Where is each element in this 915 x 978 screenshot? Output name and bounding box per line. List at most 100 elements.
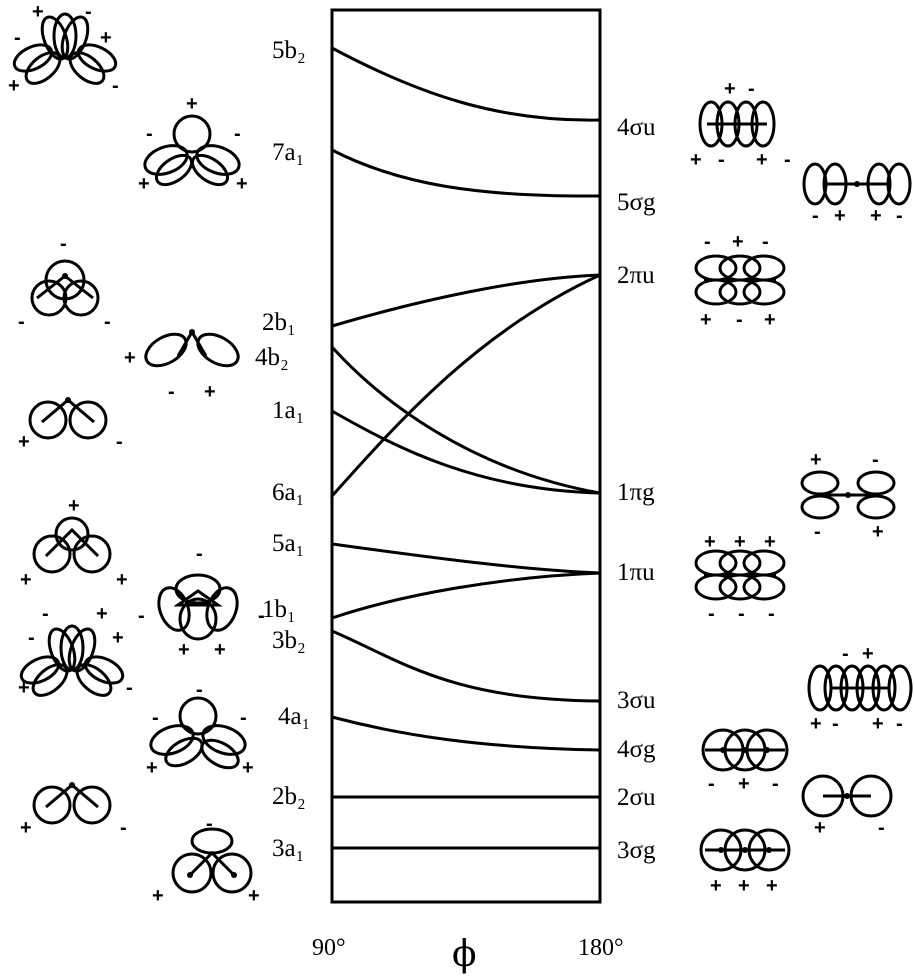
plus-sign: + bbox=[116, 569, 128, 591]
orbital-sketch-5b2 bbox=[12, 12, 118, 85]
orbital-sketch-1a1 bbox=[28, 397, 108, 440]
minus-sign: - bbox=[146, 123, 153, 145]
orbital-sketch-3su bbox=[807, 664, 913, 712]
plus-sign: + bbox=[20, 569, 32, 591]
plus-sign: + bbox=[146, 757, 158, 779]
orbital-sketch-3a1 bbox=[171, 827, 253, 894]
level-label-1a1: 1a₁ bbox=[272, 397, 304, 424]
orbital-sketch-7a1 bbox=[143, 114, 241, 187]
level-label-4sg: 4σg bbox=[617, 736, 656, 763]
level-label-2b2: 2b₂ bbox=[272, 783, 306, 810]
level-label-2su: 2σu bbox=[617, 784, 656, 811]
plus-sign: + bbox=[810, 449, 822, 471]
level-label-5sg: 5σg bbox=[617, 189, 656, 216]
minus-sign: - bbox=[784, 149, 791, 171]
level-label-3b2: 3b₂ bbox=[272, 627, 306, 654]
minus-sign: - bbox=[85, 1, 92, 23]
curve-1b1-1pu bbox=[331, 571, 601, 620]
axis-label-90: 90° bbox=[312, 935, 346, 961]
orbital-sketch-2su bbox=[801, 774, 893, 818]
level-label-1b1: 1b₁ bbox=[262, 596, 296, 623]
minus-sign: - bbox=[896, 205, 903, 227]
minus-sign: - bbox=[762, 231, 769, 253]
minus-sign: - bbox=[718, 149, 725, 171]
plus-sign: + bbox=[96, 603, 108, 625]
plus-sign: + bbox=[756, 149, 768, 171]
plus-sign: + bbox=[834, 205, 846, 227]
level-label-3a1: 3a₁ bbox=[272, 835, 304, 862]
minus-sign: - bbox=[878, 817, 885, 839]
minus-sign: - bbox=[814, 521, 821, 543]
right-labels: 4σu 5σg 2πu 1πg 1πu 3σu 4σg 2σu 3σg bbox=[617, 114, 656, 864]
minus-sign: - bbox=[234, 123, 241, 145]
phase-signs: + - - + + - + - - + + - - - + - + + - + … bbox=[8, 1, 903, 907]
plus-sign: + bbox=[690, 149, 702, 171]
minus-sign: - bbox=[116, 431, 123, 453]
minus-sign: - bbox=[206, 813, 213, 835]
orbital-sketch-1pu bbox=[694, 549, 786, 601]
minus-sign: - bbox=[832, 713, 839, 735]
minus-sign: - bbox=[736, 309, 743, 331]
level-label-7a1: 7a₁ bbox=[272, 139, 304, 166]
minus-sign: - bbox=[748, 78, 755, 100]
orbital-sketch-4b2 bbox=[144, 329, 240, 368]
minus-sign: - bbox=[14, 27, 21, 49]
minus-sign: - bbox=[120, 817, 127, 839]
minus-sign: - bbox=[196, 543, 203, 565]
plus-sign: + bbox=[810, 713, 822, 735]
level-label-3sg: 3σg bbox=[617, 837, 656, 864]
minus-sign: - bbox=[842, 643, 849, 665]
orbital-sketch-5sg bbox=[802, 162, 912, 206]
minus-sign: - bbox=[738, 603, 745, 625]
minus-sign: - bbox=[168, 381, 175, 403]
plus-sign: + bbox=[186, 93, 198, 115]
plus-sign: + bbox=[700, 309, 712, 331]
plus-sign: + bbox=[724, 78, 736, 100]
curve-5b2-4su bbox=[331, 46, 601, 122]
plus-sign: + bbox=[734, 531, 746, 553]
curve-3b2-3su bbox=[331, 629, 601, 703]
curve-4a1-4sg bbox=[331, 715, 601, 752]
plus-sign: + bbox=[764, 309, 776, 331]
diagram-frame bbox=[330, 8, 602, 904]
minus-sign: - bbox=[768, 603, 775, 625]
orbital-sketch-6a1 bbox=[32, 516, 112, 574]
curve-5a1-1pu bbox=[331, 542, 601, 575]
plus-sign: + bbox=[152, 885, 164, 907]
minus-sign: - bbox=[772, 773, 779, 795]
plus-sign: + bbox=[872, 713, 884, 735]
minus-sign: - bbox=[60, 233, 67, 255]
orbital-sketch-1b1 bbox=[157, 573, 239, 641]
level-label-1pu: 1πu bbox=[617, 559, 655, 586]
level-label-1pg: 1πg bbox=[617, 479, 655, 506]
minus-sign: - bbox=[138, 605, 145, 627]
level-label-4b2: 4b₂ bbox=[255, 344, 289, 371]
orbital-sketch-2b2 bbox=[32, 782, 112, 825]
minus-sign: - bbox=[812, 205, 819, 227]
minus-sign: - bbox=[28, 627, 35, 649]
plus-sign: + bbox=[862, 643, 874, 665]
plus-sign: + bbox=[20, 817, 32, 839]
left-labels: 5b₂ 7a₁ 2b₁ 4b₂ 1a₁ 6a₁ 5a₁ 1b₁ 3b₂ 4a₁ … bbox=[255, 37, 310, 862]
plus-sign: + bbox=[32, 1, 44, 23]
plus-sign: + bbox=[236, 173, 248, 195]
plus-sign: + bbox=[870, 205, 882, 227]
plus-sign: + bbox=[18, 431, 30, 453]
orbital-sketch-1pg bbox=[800, 470, 896, 520]
orbital-sketch-4su bbox=[698, 100, 776, 148]
minus-sign: - bbox=[112, 75, 119, 97]
minus-sign: - bbox=[240, 707, 247, 729]
plus-sign: + bbox=[766, 875, 778, 897]
level-label-4a1: 4a₁ bbox=[278, 703, 310, 730]
axis-symbol-phi: ϕ bbox=[452, 934, 477, 975]
minus-sign: - bbox=[104, 311, 111, 333]
minus-sign: - bbox=[708, 603, 715, 625]
plus-sign: + bbox=[112, 627, 124, 649]
minus-sign: - bbox=[126, 677, 133, 699]
plus-sign: + bbox=[204, 381, 216, 403]
plus-sign: + bbox=[704, 531, 716, 553]
curve-6a1-2pu bbox=[330, 273, 601, 498]
level-label-6a1: 6a₁ bbox=[272, 479, 304, 506]
curve-4b2-1pg bbox=[330, 345, 601, 495]
